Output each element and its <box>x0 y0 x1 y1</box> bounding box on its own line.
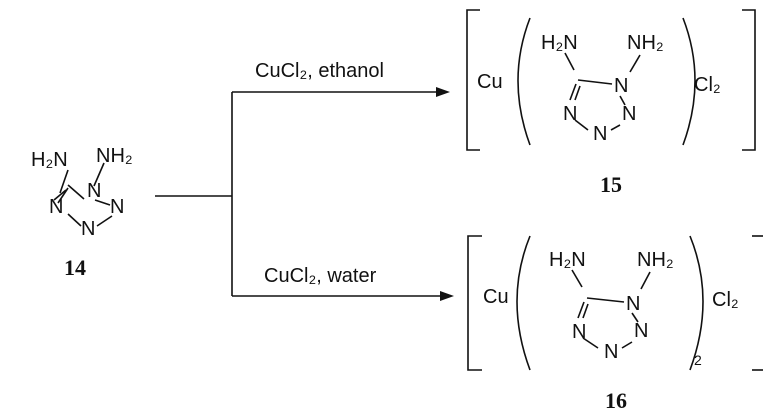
ring-n1-label: N <box>626 293 640 315</box>
counterion-label: Cl₂ <box>712 289 739 311</box>
square-bracket-right <box>742 9 756 151</box>
arrowhead-top <box>436 87 450 97</box>
bond-n2-n3 <box>96 215 113 227</box>
ring-n1-label: N <box>87 180 101 202</box>
bond-n1-n2 <box>631 312 639 323</box>
ring-n2-label: N <box>110 196 124 218</box>
ring-n3-label: N <box>81 218 95 240</box>
metal-cu-label: Cu <box>483 286 509 308</box>
bond-n4-n3 <box>574 119 589 131</box>
n-amino-group-label: NH₂ <box>627 32 664 54</box>
bond-c5-n1 <box>577 79 613 85</box>
bond-c5-n4-double <box>53 189 67 201</box>
ligand-multiplier: 2 <box>694 352 702 368</box>
square-bracket-left <box>467 235 482 371</box>
conditions-water: CuCl₂, water <box>264 265 377 287</box>
bond-c5-n4-double <box>574 85 581 101</box>
counterion-label: Cl₂ <box>694 74 721 96</box>
bond-c5-n4 <box>57 187 69 204</box>
bond-c5-n4-double <box>582 303 589 319</box>
compound-number-14: 14 <box>64 255 86 280</box>
bond-c5-n1 <box>67 184 85 200</box>
ring-n2-label: N <box>622 103 636 125</box>
metal-cu-label: Cu <box>477 71 503 93</box>
complex-16: Cu Cl₂ 2 H₂N NH₂ N N N N 16 <box>467 235 763 413</box>
reaction-arrows: CuCl₂, ethanol CuCl₂, water <box>155 60 454 301</box>
complex-15: Cu Cl₂ H₂N NH₂ N N N N 15 <box>466 9 756 197</box>
bond-n1-n2 <box>619 95 626 106</box>
paren-right <box>682 17 696 146</box>
bond-n4-n3 <box>67 213 82 227</box>
bond-c5-nh2 <box>564 52 575 71</box>
paren-right <box>689 235 704 371</box>
compound-number-15: 15 <box>600 172 622 197</box>
paren-left <box>516 235 531 371</box>
bond-c5-n4 <box>569 83 577 101</box>
ring-n4-label: N <box>563 103 577 125</box>
bond-c5-nh2 <box>59 169 69 194</box>
bond-n4-n3 <box>582 337 599 349</box>
ring-n3-label: N <box>604 341 618 363</box>
arrowhead-bottom <box>440 291 454 301</box>
bond-c5-n1 <box>586 297 625 303</box>
ring-n2-label: N <box>634 320 648 342</box>
square-bracket-left <box>466 9 480 151</box>
bond-n1-n2 <box>94 199 111 206</box>
bond-n2-n3 <box>610 124 621 131</box>
bond-n1-nh2 <box>629 54 641 73</box>
bond-c5-nh2 <box>571 269 583 288</box>
bond-n2-n3 <box>621 341 633 349</box>
n-amino-group-label: NH₂ <box>637 249 674 271</box>
amino-group-label: H₂N <box>549 249 586 271</box>
paren-left <box>517 17 531 146</box>
ring-n4-label: N <box>572 321 586 343</box>
amino-group-label: H₂N <box>541 32 578 54</box>
ring-n3-label: N <box>593 123 607 145</box>
conditions-ethanol: CuCl₂, ethanol <box>255 60 384 82</box>
bond-c5-n4 <box>577 301 585 319</box>
ring-n4-label: N <box>49 196 63 218</box>
ring-n1-label: N <box>614 75 628 97</box>
n-amino-group-label: NH₂ <box>96 145 133 167</box>
bond-n1-nh2 <box>93 162 105 187</box>
amino-group-label: H₂N <box>31 149 68 171</box>
compound-14: H₂N NH₂ N N N N 14 <box>31 145 133 280</box>
compound-number-16: 16 <box>605 388 627 413</box>
bond-n1-nh2 <box>640 271 651 290</box>
